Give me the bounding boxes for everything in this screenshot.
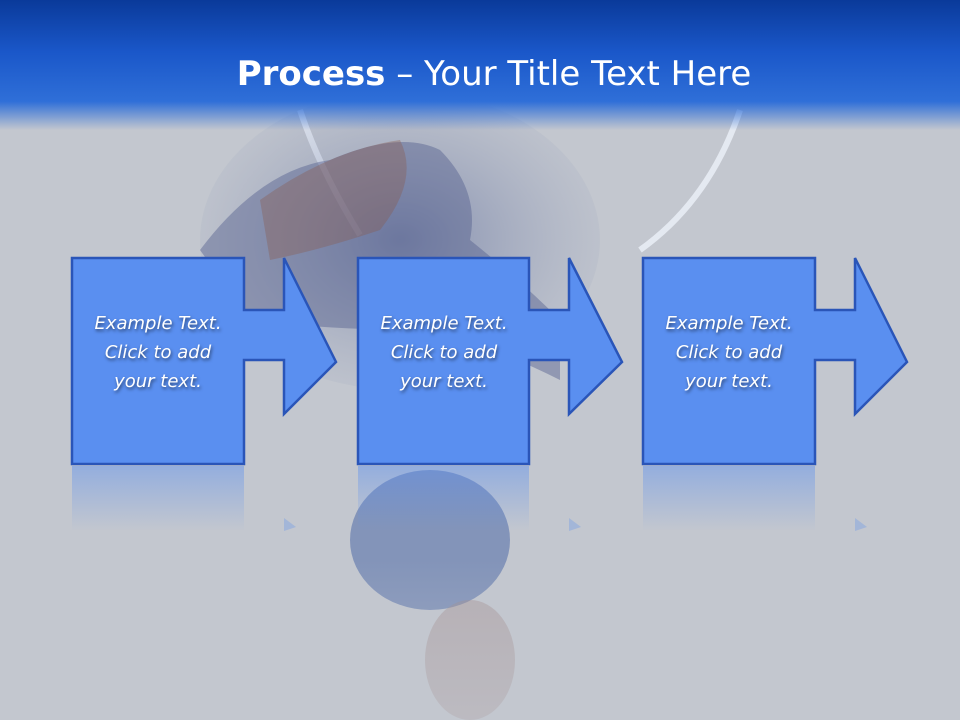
step-2-shape — [356, 256, 624, 531]
process-step-3[interactable]: Example Text. Click to add your text. — [641, 256, 960, 547]
step-2-text[interactable]: Example Text. Click to add your text. — [380, 313, 508, 392]
step-1-text[interactable]: Example Text. Click to add your text. — [94, 313, 222, 392]
step-3-text[interactable]: Example Text. Click to add your text. — [665, 313, 793, 392]
title-bold-text: Process — [236, 54, 386, 94]
page-title[interactable]: Process – Your Title Text Here — [0, 52, 960, 96]
step-3-shape — [641, 256, 909, 531]
step-1-shape — [70, 256, 338, 531]
title-rest-text: – Your Title Text Here — [385, 54, 752, 94]
process-step-1[interactable]: Example Text. Click to add your text. — [70, 256, 411, 547]
title-band — [0, 0, 960, 130]
process-step-2[interactable]: Example Text. Click to add your text. — [356, 256, 697, 547]
